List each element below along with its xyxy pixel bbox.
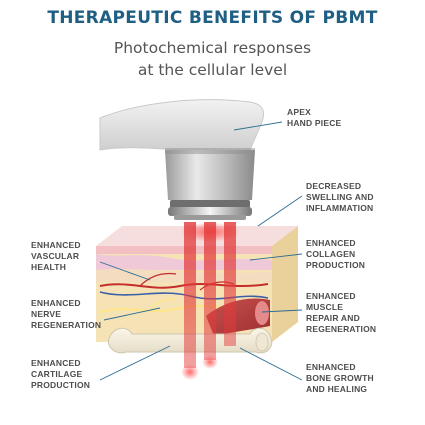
label-decreased-swelling: DECREASED SWELLING AND INFLAMMATION [306, 181, 374, 213]
label-enhanced-collagen: ENHANCED COLLAGEN PRODUCTION [306, 238, 366, 270]
leader-apex [233, 121, 283, 131]
subtitle-line-2: at the cellular level [137, 61, 288, 79]
page-title: THERAPEUTIC BENEFITS OF PBMT [47, 8, 378, 28]
leader-swelling [257, 195, 303, 227]
label-enhanced-bone: ENHANCED BONE GROWTH AND HEALING [306, 362, 374, 394]
leader-muscle [261, 309, 303, 313]
leader-lines [99, 121, 303, 381]
label-enhanced-vascular: ENHANCED VASCULAR HEALTH [31, 240, 81, 272]
label-apex-hand-piece: APEX HAND PIECE [287, 107, 342, 128]
leader-nerve [103, 307, 161, 321]
leader-collagen [249, 253, 303, 261]
leader-bone [239, 347, 303, 381]
leader-vascular [99, 261, 151, 281]
tissue-block [96, 226, 298, 354]
leader-cartilage [99, 345, 171, 381]
laser-beams [180, 222, 240, 380]
label-enhanced-cartilage: ENHANCED CARTILAGE PRODUCTION [31, 358, 91, 390]
page-subtitle: Photochemical responses at the cellular … [0, 37, 425, 81]
subtitle-line-1: Photochemical responses [113, 39, 312, 57]
hand-piece [99, 99, 264, 220]
label-enhanced-muscle: ENHANCED MUSCLE REPAIR AND REGENERATION [306, 291, 377, 334]
label-enhanced-nerve: ENHANCED NERVE REGENERATION [31, 298, 102, 330]
